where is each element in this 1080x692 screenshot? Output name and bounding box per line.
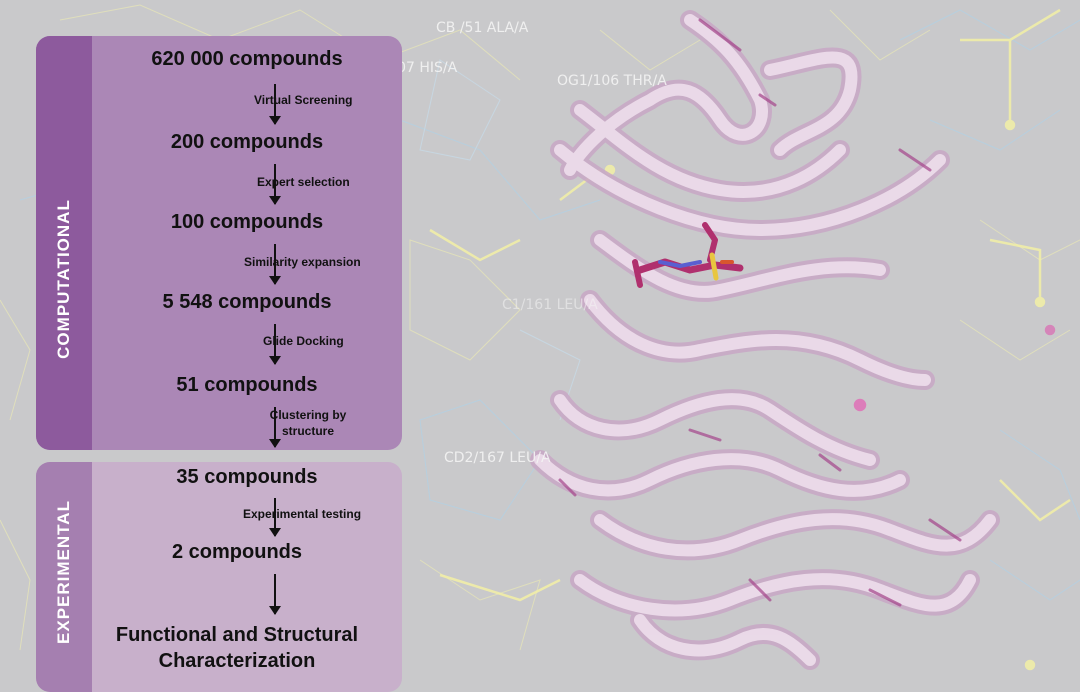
- computational-label: COMPUTATIONAL: [54, 199, 73, 359]
- ligand-molecule: [632, 222, 744, 288]
- step-7-count: 2 compounds: [172, 541, 303, 563]
- computational-band: COMPUTATIONAL: [36, 36, 92, 450]
- computational-panel: COMPUTATIONAL 620 000 compounds Virtual …: [36, 36, 402, 450]
- experimental-panel: EXPERIMENTAL 35 compounds Experimental t…: [36, 462, 402, 692]
- step-2-count: 200 compounds: [170, 131, 324, 153]
- step-6-count: 35 compounds: [176, 466, 318, 488]
- electron-density-mesh: [0, 4, 1080, 651]
- flow-arrow: [269, 164, 281, 205]
- flow-arrow: [269, 407, 281, 448]
- transition-glide-docking: Glide Docking: [263, 334, 344, 348]
- flow-arrow: [269, 244, 281, 285]
- transition-expert-selection: Expert selection: [257, 175, 350, 189]
- residue-label: OG1/106 THR/A: [557, 73, 667, 89]
- transition-virtual-screening: Virtual Screening: [254, 93, 353, 107]
- flow-arrow: [269, 84, 281, 125]
- flow-arrow: [269, 324, 281, 365]
- residue-label: C1/161 LEU/A: [502, 297, 598, 313]
- step-4-count: 5 548 compounds: [162, 291, 332, 313]
- flow-arrow: [269, 498, 281, 537]
- transition-similarity-expansion: Similarity expansion: [244, 255, 361, 269]
- flow-arrow: [269, 574, 281, 615]
- step-8-characterization: Functional and Structural Characterizati…: [115, 624, 359, 672]
- residue-label: CD2/167 LEU/A: [444, 450, 551, 466]
- protein-ribbon: [530, 10, 1000, 670]
- residue-label: CB /51 ALA/A: [436, 20, 529, 36]
- protein-structure-illustration: [0, 4, 1080, 671]
- step-1-count: 620 000 compounds: [151, 48, 343, 70]
- step-5-count: 51 compounds: [176, 374, 318, 396]
- step-3-count: 100 compounds: [170, 211, 324, 233]
- experimental-band: EXPERIMENTAL: [36, 462, 92, 692]
- transition-clustering-by-structure: Clustering by structure: [269, 408, 347, 438]
- transition-experimental-testing: Experimental testing: [243, 507, 362, 521]
- stick-bonds: [429, 8, 1071, 671]
- experimental-label: EXPERIMENTAL: [54, 500, 73, 644]
